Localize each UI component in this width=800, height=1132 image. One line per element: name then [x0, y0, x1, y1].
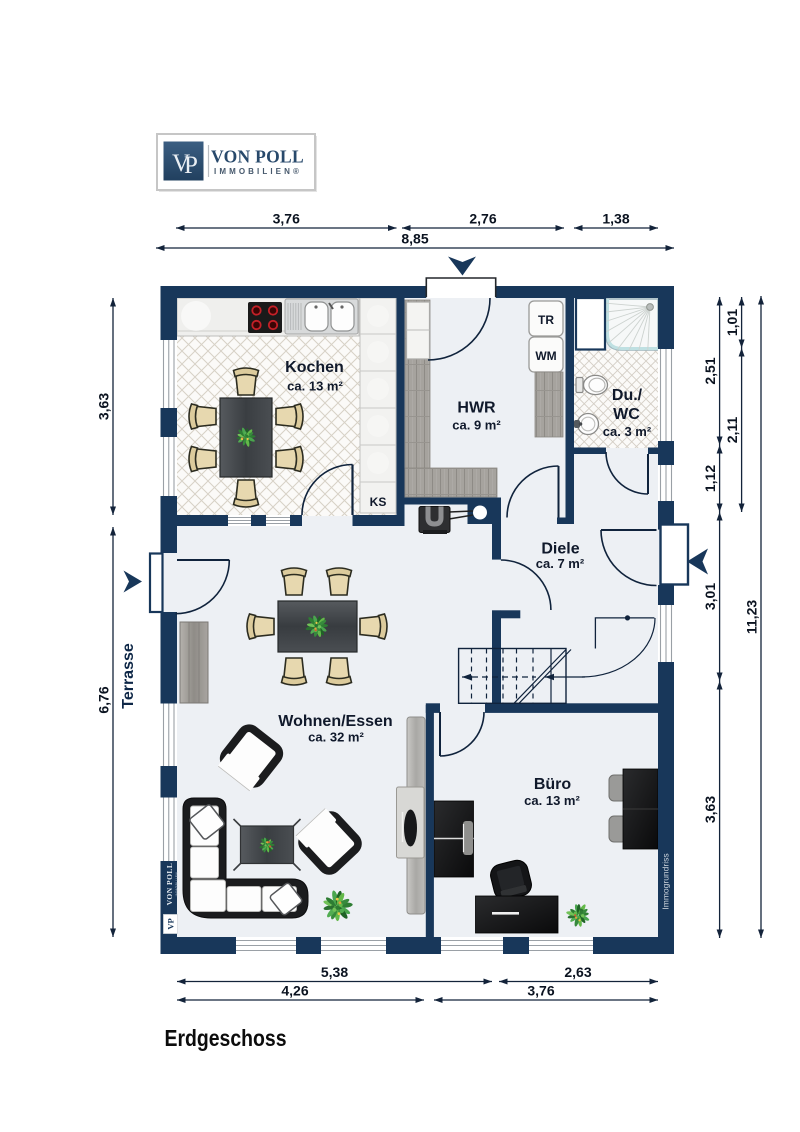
svg-text:8,85: 8,85 — [401, 231, 428, 247]
svg-text:Wohnen/Essen: Wohnen/Essen — [278, 713, 392, 730]
svg-text:2,51: 2,51 — [702, 357, 718, 384]
svg-text:4,26: 4,26 — [281, 983, 308, 999]
svg-text:ca. 9 m²: ca. 9 m² — [452, 418, 501, 433]
svg-text:Kochen: Kochen — [285, 359, 344, 376]
svg-text:VP: VP — [166, 918, 176, 929]
svg-text:Diele: Diele — [541, 541, 579, 558]
svg-text:Du./: Du./ — [612, 387, 643, 404]
svg-text:1,38: 1,38 — [602, 211, 629, 227]
svg-text:ca. 3 m²: ca. 3 m² — [603, 424, 652, 439]
svg-text:VON POLL: VON POLL — [165, 863, 174, 906]
svg-text:VON POLL: VON POLL — [211, 147, 304, 167]
svg-text:WC: WC — [613, 406, 640, 423]
svg-text:2,76: 2,76 — [469, 211, 496, 227]
svg-text:WM: WM — [535, 349, 556, 363]
svg-text:Büro: Büro — [534, 776, 572, 793]
svg-text:TR: TR — [538, 313, 554, 327]
svg-text:ca. 13 m²: ca. 13 m² — [524, 793, 580, 808]
svg-text:1,12: 1,12 — [702, 465, 718, 492]
svg-text:3,63: 3,63 — [96, 393, 112, 420]
svg-text:2,11: 2,11 — [724, 417, 740, 444]
svg-text:Immogrundriss: Immogrundriss — [661, 853, 671, 909]
svg-text:3,01: 3,01 — [702, 583, 718, 610]
svg-text:1,01: 1,01 — [724, 309, 740, 336]
svg-text:3,63: 3,63 — [702, 796, 718, 823]
svg-text:ca. 13 m²: ca. 13 m² — [287, 379, 343, 394]
svg-text:3,76: 3,76 — [527, 983, 554, 999]
svg-text:Erdgeschoss: Erdgeschoss — [165, 1025, 287, 1051]
svg-text:KS: KS — [370, 495, 387, 509]
svg-text:IMMOBILIEN®: IMMOBILIEN® — [214, 167, 302, 176]
svg-text:IMMOBILIEN: IMMOBILIEN — [175, 872, 179, 897]
svg-text:2,63: 2,63 — [564, 964, 591, 980]
svg-text:HWR: HWR — [457, 400, 496, 417]
svg-text:P: P — [184, 152, 198, 179]
svg-text:11,23: 11,23 — [744, 600, 760, 634]
svg-text:3,76: 3,76 — [273, 211, 300, 227]
svg-text:ca. 7 m²: ca. 7 m² — [536, 556, 585, 571]
svg-text:ca. 32 m²: ca. 32 m² — [308, 730, 364, 745]
svg-text:5,38: 5,38 — [321, 964, 348, 980]
svg-text:V: V — [172, 150, 190, 177]
svg-text:Terrasse: Terrasse — [120, 643, 137, 709]
svg-text:6,76: 6,76 — [96, 686, 112, 713]
